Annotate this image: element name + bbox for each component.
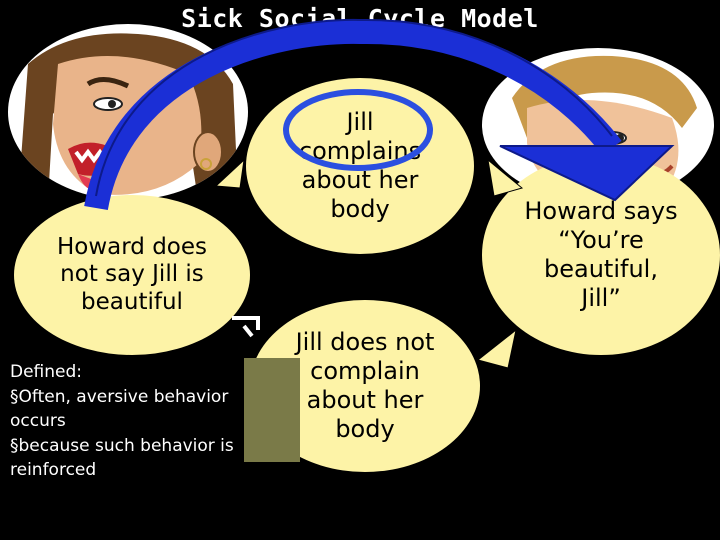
definition-line-2: §Often, aversive behavior <box>10 386 229 407</box>
definition-text: Defined: §Often, aversive behavior occur… <box>10 360 260 483</box>
complains-highlight-ring <box>283 89 433 171</box>
white-arrow-icon <box>232 316 260 338</box>
node-jill-does-not-complain-label: Jill does not complain about her body <box>295 328 435 443</box>
arrow-to-jill-complains-icon <box>214 158 245 189</box>
definition-line-3: occurs <box>10 411 66 431</box>
definition-line-5: reinforced <box>10 460 97 480</box>
olive-decoration <box>244 358 300 462</box>
node-howard-does-not-say: Howard does not say Jill is beautiful <box>14 195 250 355</box>
definition-line-1: Defined: <box>10 362 83 382</box>
arrow-to-jill-not-complain-icon <box>476 328 517 369</box>
blue-cycle-arrow <box>84 19 622 211</box>
arrow-to-howard-says-icon <box>487 158 524 197</box>
node-howard-says-label: Howard says “You’re beautiful, Jill” <box>524 197 678 312</box>
blue-arrowhead-icon <box>499 145 675 202</box>
node-howard-does-not-say-label: Howard does not say Jill is beautiful <box>56 233 208 315</box>
definition-line-4: §because such behavior is <box>10 435 234 456</box>
blue-cycle-arrow-outline <box>95 18 613 197</box>
